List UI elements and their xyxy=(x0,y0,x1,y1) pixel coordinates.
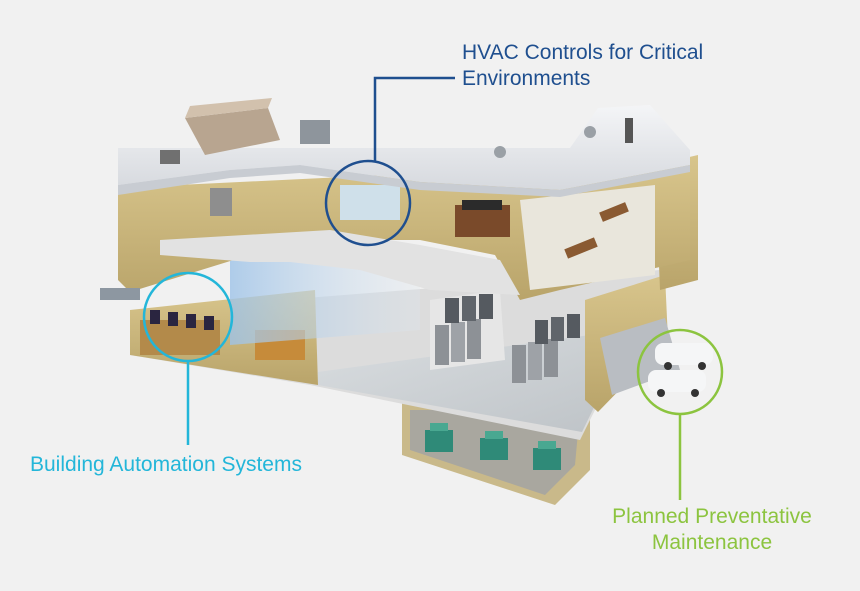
hvac-label-line2: Environments xyxy=(462,67,591,90)
hvac-label-line1: HVAC Controls for Critical xyxy=(462,41,704,64)
server-rack-icon xyxy=(430,290,580,383)
hvac-callout-marker xyxy=(324,76,455,247)
generator-icon xyxy=(425,423,561,470)
ppm-label-line1: Planned Preventative xyxy=(612,505,812,528)
building-automation-label: Building Automation Systems xyxy=(30,453,302,476)
operator-console-icon xyxy=(150,310,214,330)
roof xyxy=(118,105,690,190)
glass-corridor xyxy=(230,250,420,345)
bas-callout-marker xyxy=(142,271,234,445)
hvac-controls-label: HVAC Controls for Critical Environments xyxy=(462,40,703,92)
planned-maintenance-label: Planned Preventative Maintenance xyxy=(590,504,834,556)
ppm-callout-marker xyxy=(636,328,724,500)
ppm-label-line2: Maintenance xyxy=(651,531,773,554)
rooftop-chiller-icon xyxy=(160,98,633,164)
